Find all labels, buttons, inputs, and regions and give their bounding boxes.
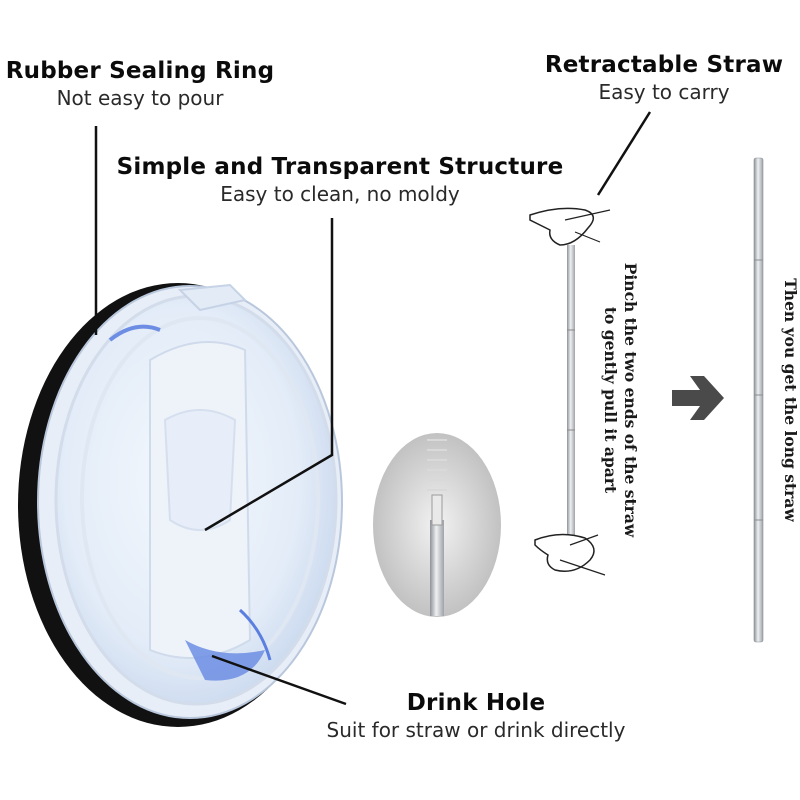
hand-top-icon (529, 207, 594, 246)
callout-drink-hole-subtitle: Suit for straw or drink directly (326, 718, 626, 742)
straw-pull-illustration (529, 207, 611, 576)
callout-rubber-ring: Rubber Sealing Ring Not easy to pour (0, 58, 280, 110)
straw-segment (567, 245, 575, 535)
leader-line-straw (596, 111, 652, 196)
arrow-right-icon (672, 376, 724, 420)
lid-image (18, 283, 343, 727)
callout-leader-lines (94, 111, 652, 706)
callout-structure: Simple and Transparent Structure Easy to… (105, 154, 575, 206)
hand-bottom-icon (534, 533, 595, 572)
callout-straw: Retractable Straw Easy to carry (538, 52, 790, 104)
straw-closeup-image (373, 433, 501, 617)
callout-structure-subtitle: Easy to clean, no moldy (220, 182, 460, 206)
leader-line-drink-hole (211, 654, 347, 706)
instruction-result-text: Then you get the long straw (781, 278, 800, 522)
callout-rubber-ring-title: Rubber Sealing Ring (5, 58, 275, 84)
instruction-result: Then you get the long straw (780, 270, 800, 530)
callout-rubber-ring-subtitle: Not easy to pour (56, 86, 224, 110)
instruction-pinch-line2: to gently pull it apart (601, 306, 620, 494)
callout-structure-title: Simple and Transparent Structure (116, 154, 564, 180)
leader-line-structure (204, 218, 334, 532)
callout-drink-hole: Drink Hole Suit for straw or drink direc… (298, 690, 654, 742)
instruction-pinch: Pinch the two ends of the straw to gentl… (600, 250, 640, 550)
callout-straw-title: Retractable Straw (544, 52, 784, 78)
callout-drink-hole-title: Drink Hole (406, 690, 546, 716)
long-straw-image (753, 157, 764, 643)
callout-straw-subtitle: Easy to carry (598, 80, 730, 104)
instruction-pinch-line1: Pinch the two ends of the straw (621, 262, 640, 538)
